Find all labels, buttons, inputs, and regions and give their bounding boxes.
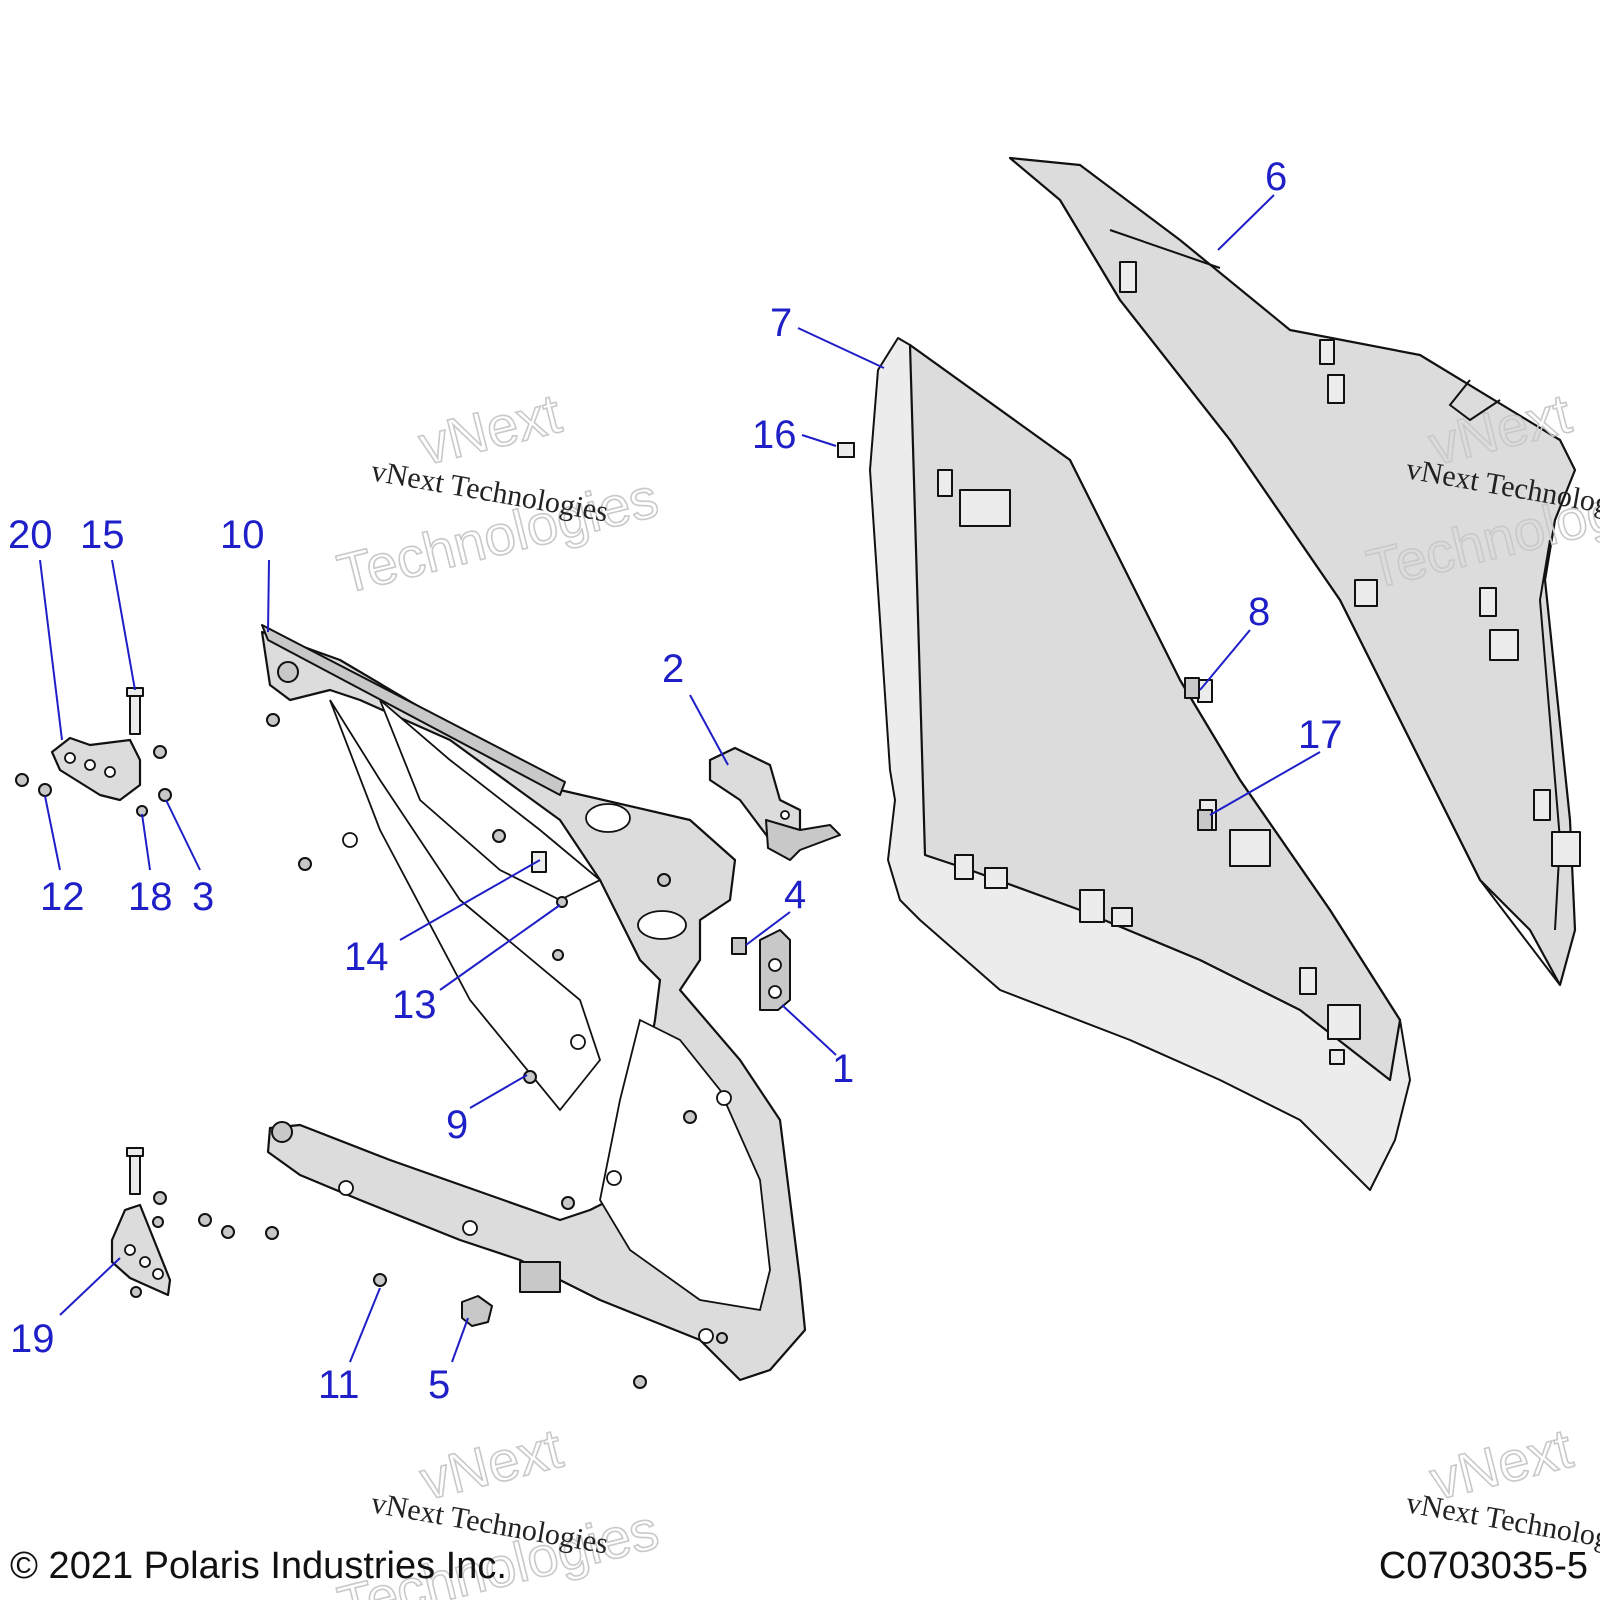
latch-assembly bbox=[708, 746, 841, 861]
callout-4: 4 bbox=[784, 873, 806, 917]
outer-door-panel bbox=[1008, 156, 1581, 987]
inner-door-panel bbox=[837, 337, 1411, 1191]
callout-8: 8 bbox=[1248, 590, 1270, 634]
callout-7: 7 bbox=[770, 301, 792, 345]
callout-16: 16 bbox=[752, 413, 797, 457]
bumper-clip bbox=[731, 937, 747, 955]
watermark-brand: vNext bbox=[413, 381, 568, 477]
callout-18: 18 bbox=[128, 875, 173, 919]
callout-9: 9 bbox=[446, 1103, 468, 1147]
callout-6: 6 bbox=[1265, 155, 1287, 199]
fasteners bbox=[15, 442, 1213, 1389]
hinge-pins bbox=[126, 687, 144, 1195]
door-frame bbox=[260, 624, 807, 1382]
callout-1: 1 bbox=[832, 1047, 854, 1091]
upper-hinge bbox=[50, 736, 142, 802]
drawing-number: C0703035-5 bbox=[1379, 1545, 1588, 1587]
rubber-stop bbox=[461, 1295, 493, 1327]
callout-14: 14 bbox=[344, 935, 389, 979]
callout-3: 3 bbox=[192, 875, 214, 919]
callout-13: 13 bbox=[392, 983, 437, 1027]
copyright-text: © 2021 Polaris Industries Inc. bbox=[10, 1545, 507, 1587]
callout-12: 12 bbox=[40, 875, 85, 919]
striker bbox=[759, 929, 791, 1011]
callout-20: 20 bbox=[8, 513, 53, 557]
callout-11: 11 bbox=[318, 1363, 360, 1407]
lower-hinge bbox=[110, 1203, 172, 1297]
leader-lines bbox=[39, 194, 1321, 1363]
callout-2: 2 bbox=[662, 647, 684, 691]
callouts: 6 7 16 8 17 2 4 1 9 10 14 13 11 5 20 15 … bbox=[8, 155, 1343, 1407]
callout-19: 19 bbox=[10, 1317, 55, 1361]
callout-10: 10 bbox=[220, 513, 265, 557]
callout-15: 15 bbox=[80, 513, 125, 557]
callout-17: 17 bbox=[1298, 713, 1343, 757]
callout-5: 5 bbox=[428, 1363, 450, 1407]
